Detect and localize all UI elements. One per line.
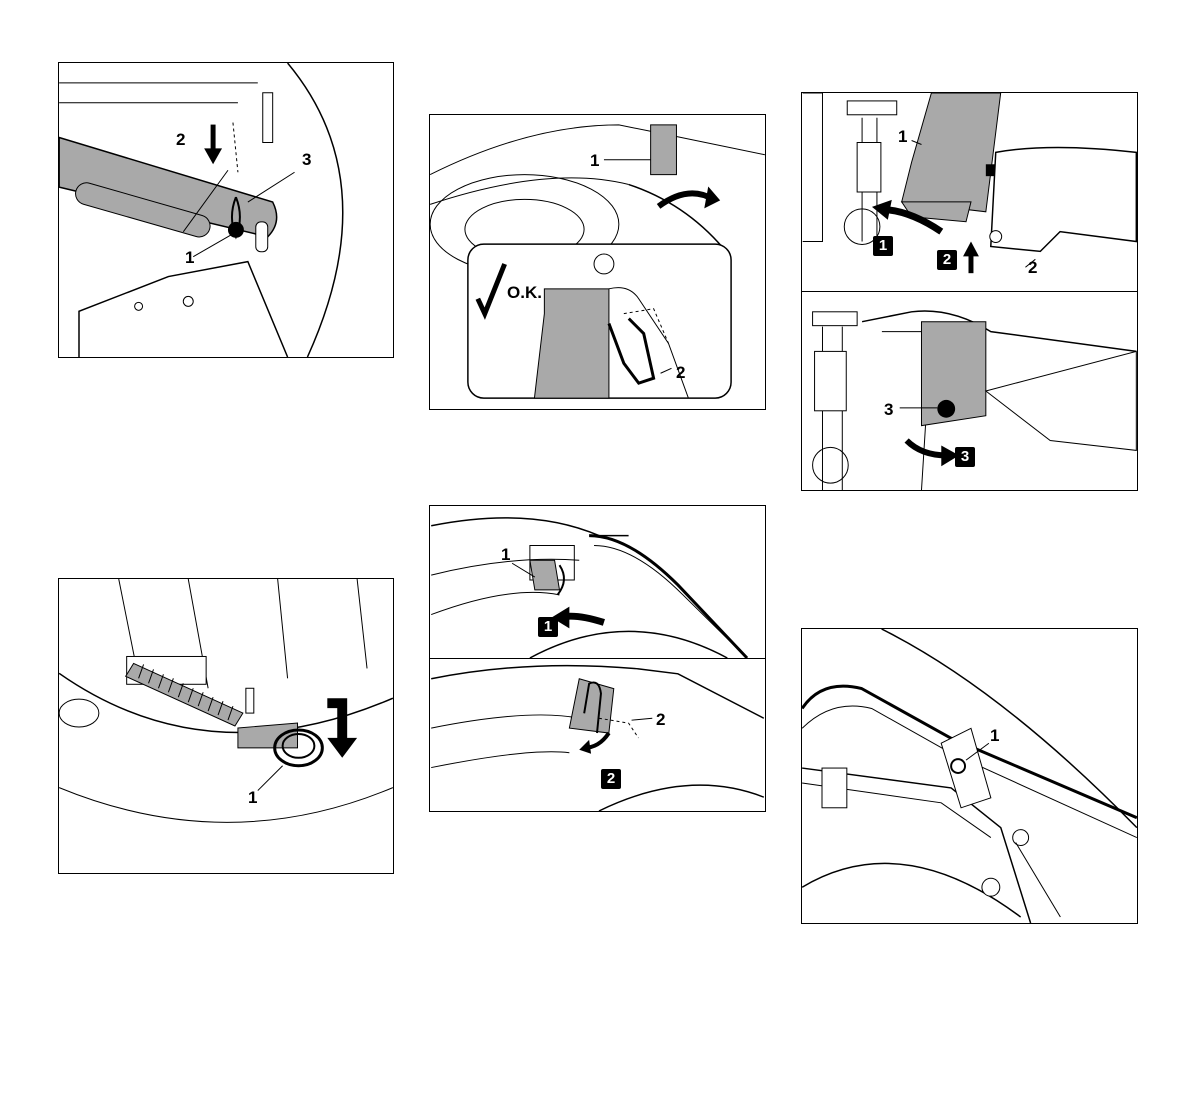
- callout-label: 3: [884, 401, 893, 418]
- figure-hook-step2-drawing: [430, 659, 765, 811]
- figure-hook-step1: 1 1: [429, 505, 766, 659]
- step-badge: 3: [955, 447, 975, 467]
- callout-label: 3: [302, 151, 311, 168]
- figure-spring: 1: [58, 578, 394, 874]
- figure-nut-drawing: [802, 629, 1137, 923]
- step-badge: 2: [601, 769, 621, 789]
- figure-hook-step2: 2 2: [429, 658, 766, 812]
- callout-label: 1: [501, 546, 510, 563]
- figure-hook-step1-drawing: [430, 506, 765, 658]
- ok-check-label: O.K.: [507, 283, 542, 303]
- figure-bar-clip-drawing: [59, 63, 393, 357]
- callout-label: 1: [990, 727, 999, 744]
- figure-hook-ok: O.K. 1 2: [429, 114, 766, 410]
- callout-label: 2: [676, 364, 685, 381]
- step-badge: 1: [538, 617, 558, 637]
- callout-label: 1: [248, 789, 257, 806]
- figure-bracket-step12: 1 2 1 2: [801, 92, 1138, 292]
- step-badge: 1: [873, 236, 893, 256]
- callout-label: 1: [185, 249, 194, 266]
- figure-bracket-step12-drawing: [802, 93, 1137, 291]
- callout-label: 1: [590, 152, 599, 169]
- step-badge: 2: [937, 250, 957, 270]
- figure-bar-clip: 1 2 3: [58, 62, 394, 358]
- callout-label: 1: [898, 128, 907, 145]
- callout-label: 2: [1028, 259, 1037, 276]
- callout-label: 2: [656, 711, 665, 728]
- figure-nut: 1: [801, 628, 1138, 924]
- callout-label: 2: [176, 131, 185, 148]
- figure-bracket-step3: 3 3: [801, 291, 1138, 491]
- figure-spring-drawing: [59, 579, 393, 873]
